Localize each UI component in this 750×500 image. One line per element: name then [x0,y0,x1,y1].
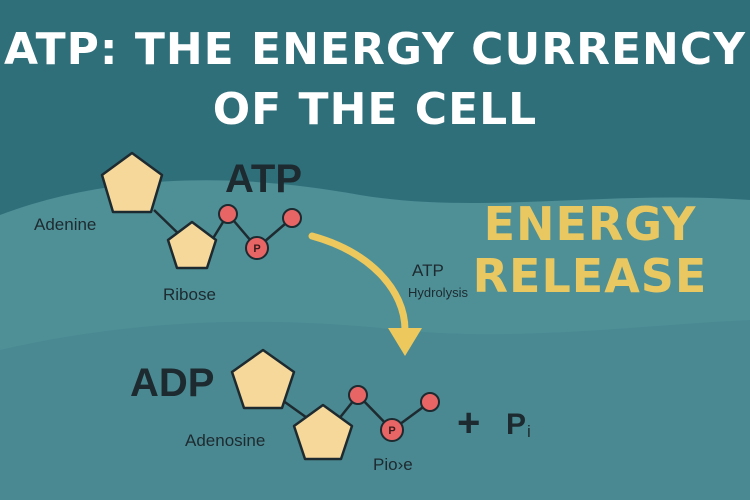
energy-release-line-1: ENERGY [484,197,697,251]
adp-phosphate-p-label: P [388,425,395,437]
adenine-pentagon-icon [100,151,164,214]
background-bottom-band [0,320,750,500]
title-line-1: ATP: THE ENERGY CURRENCY [4,24,746,75]
ribose-pentagon-icon [166,220,218,270]
energy-release-line-2: RELEASE [473,249,708,303]
phosphate-circle-icon [420,392,440,412]
adp-label: ADP [130,361,214,405]
title-line-2: OF THE CELL [213,84,537,135]
hydrolysis-label-line-2: Hydrolysis [408,285,468,300]
hydrolysis-label-line-1: ATP [412,261,444,280]
phosphate-circle-icon [380,418,404,442]
arrow-head-icon [388,328,422,356]
adp-bottom-label: Pio›e [373,455,413,474]
adenine-label: Adenine [34,215,96,234]
adp-adenine-pentagon-icon [230,348,296,410]
adenosine-label: Adenosine [185,431,265,450]
curved-arrow-icon [308,232,409,334]
hydrolysis-arrow [308,232,422,356]
inorganic-phosphate-p: P [506,408,526,441]
phosphate-circle-icon [245,236,269,260]
atp-label: ATP [225,157,302,201]
adp-ribose-pentagon-icon [292,403,354,461]
plus-sign: + [457,401,480,445]
phosphate-p-label: P [253,243,260,255]
atp-molecule: P ATP Adenine Ribose [34,151,302,304]
phosphate-circle-icon [348,385,368,405]
phosphate-circle-icon [282,208,302,228]
ribose-label: Ribose [163,285,216,304]
adp-molecule: P ADP Adenosine Pio›e [130,348,440,474]
phosphate-circle-icon [218,204,238,224]
inorganic-phosphate-subscript: i [527,422,531,441]
